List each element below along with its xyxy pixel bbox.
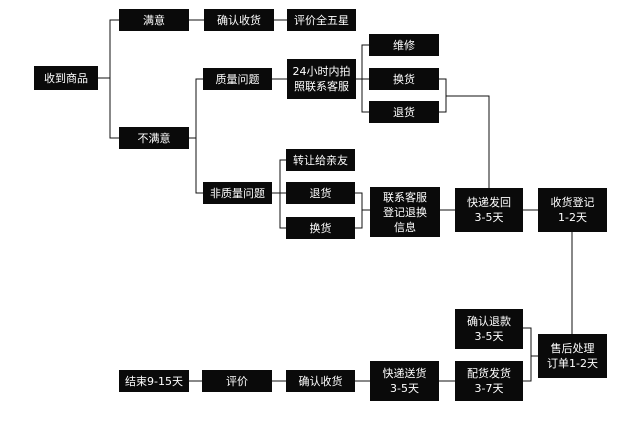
connector — [189, 78, 203, 139]
node-exchange-a: 换货 — [369, 68, 439, 90]
connector — [523, 355, 538, 382]
node-unsatisfied: 不满意 — [119, 127, 189, 149]
node-confirm-receipt-bottom: 确认收货 — [286, 370, 355, 392]
node-end: 结束9-15天 — [119, 370, 189, 392]
connector — [439, 78, 490, 188]
node-express-delivery: 快递送货 3-5天 — [370, 361, 439, 401]
connector — [355, 192, 370, 211]
node-quality-issue: 质量问题 — [203, 68, 272, 90]
node-repair: 维修 — [369, 34, 439, 56]
connector — [98, 19, 119, 79]
node-ship-goods: 配货发货 3-7天 — [455, 361, 523, 401]
node-satisfied: 满意 — [119, 9, 189, 31]
node-after-sales: 售后处理 订单1-2天 — [538, 334, 607, 378]
connector — [361, 79, 369, 113]
node-exchange-b: 换货 — [286, 217, 355, 239]
connector — [355, 210, 363, 229]
node-confirm-receipt-top: 确认收货 — [204, 9, 274, 31]
node-contact-service-24h: 24小时内拍 照联系客服 — [287, 59, 356, 99]
connector — [356, 44, 369, 80]
node-confirm-refund: 确认退款 3-5天 — [455, 309, 523, 349]
node-received: 收到商品 — [34, 66, 98, 90]
connector — [195, 138, 203, 194]
connector — [272, 159, 286, 194]
node-express-return: 快递发回 3-5天 — [455, 188, 523, 232]
node-non-quality-issue: 非质量问题 — [203, 182, 272, 204]
node-refund-a: 退货 — [369, 101, 439, 123]
connector — [439, 96, 447, 113]
node-five-star: 评价全五星 — [287, 9, 356, 31]
node-contact-register: 联系客服 登记退换 信息 — [370, 187, 440, 237]
connector — [279, 193, 286, 229]
connector — [109, 78, 119, 139]
node-review: 评价 — [202, 370, 272, 392]
node-receive-register: 收货登记 1-2天 — [538, 188, 607, 232]
connector — [523, 327, 538, 357]
node-refund-b: 退货 — [286, 182, 355, 204]
node-transfer: 转让给亲友 — [286, 149, 355, 171]
